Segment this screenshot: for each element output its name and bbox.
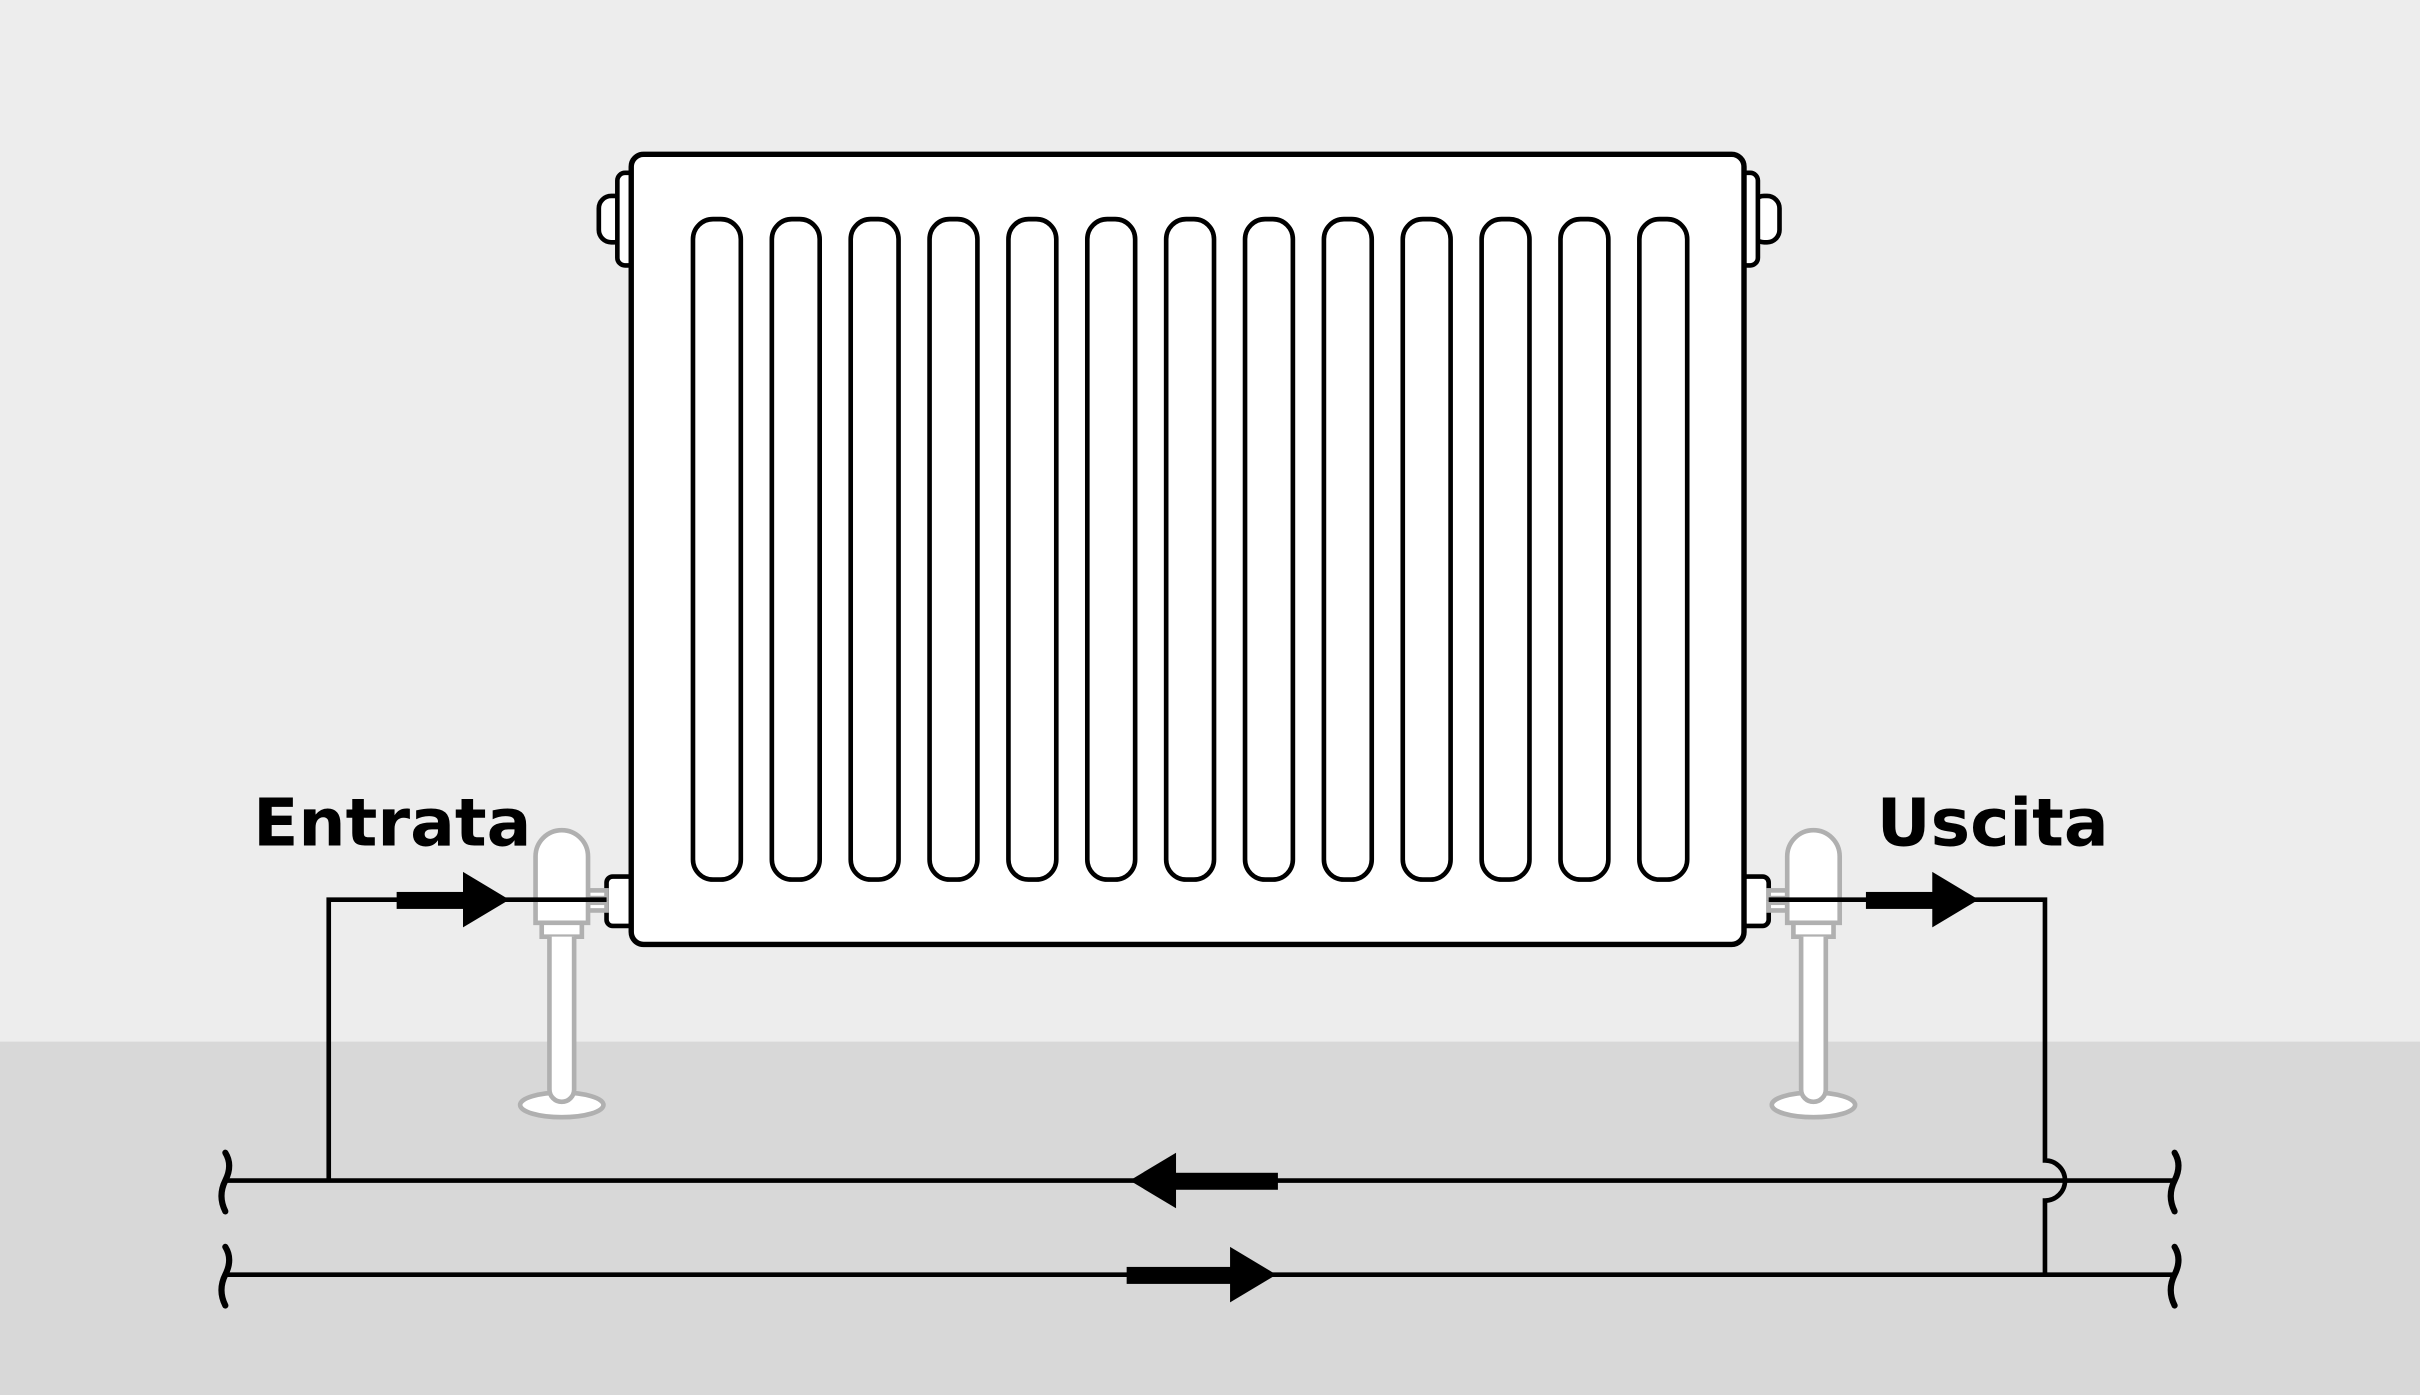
floor bbox=[0, 1041, 2420, 1395]
inlet-label: Entrata bbox=[253, 784, 531, 862]
radiator-fin bbox=[1479, 216, 1532, 882]
supply-flow-arrow-icon bbox=[1126, 1246, 1277, 1303]
outlet-flow-arrow-icon bbox=[1865, 871, 1979, 928]
return-flow-arrow-icon bbox=[1129, 1152, 1278, 1209]
outlet-label: Uscita bbox=[1877, 784, 2109, 862]
radiator-fin bbox=[1321, 216, 1375, 882]
radiator-fin bbox=[769, 216, 822, 882]
inlet-pipe bbox=[326, 897, 607, 1181]
radiator-fin bbox=[1006, 216, 1059, 882]
radiator-fin bbox=[1163, 216, 1217, 882]
radiator-fin bbox=[1558, 216, 1611, 882]
radiator-fin bbox=[1084, 216, 1138, 882]
radiator-fin bbox=[1400, 216, 1453, 882]
radiator-fin bbox=[1637, 216, 1690, 882]
radiator-fin bbox=[848, 216, 901, 882]
inlet-flow-arrow-icon bbox=[396, 871, 510, 928]
radiator-fin bbox=[690, 216, 744, 882]
pipe-break-marks bbox=[218, 1149, 2182, 1309]
inlet-valve bbox=[517, 827, 609, 1120]
radiator-fins bbox=[690, 216, 1690, 882]
radiator-fin bbox=[1242, 216, 1296, 882]
radiator-top-left-bracket bbox=[596, 170, 639, 268]
radiator-fin bbox=[927, 216, 980, 882]
